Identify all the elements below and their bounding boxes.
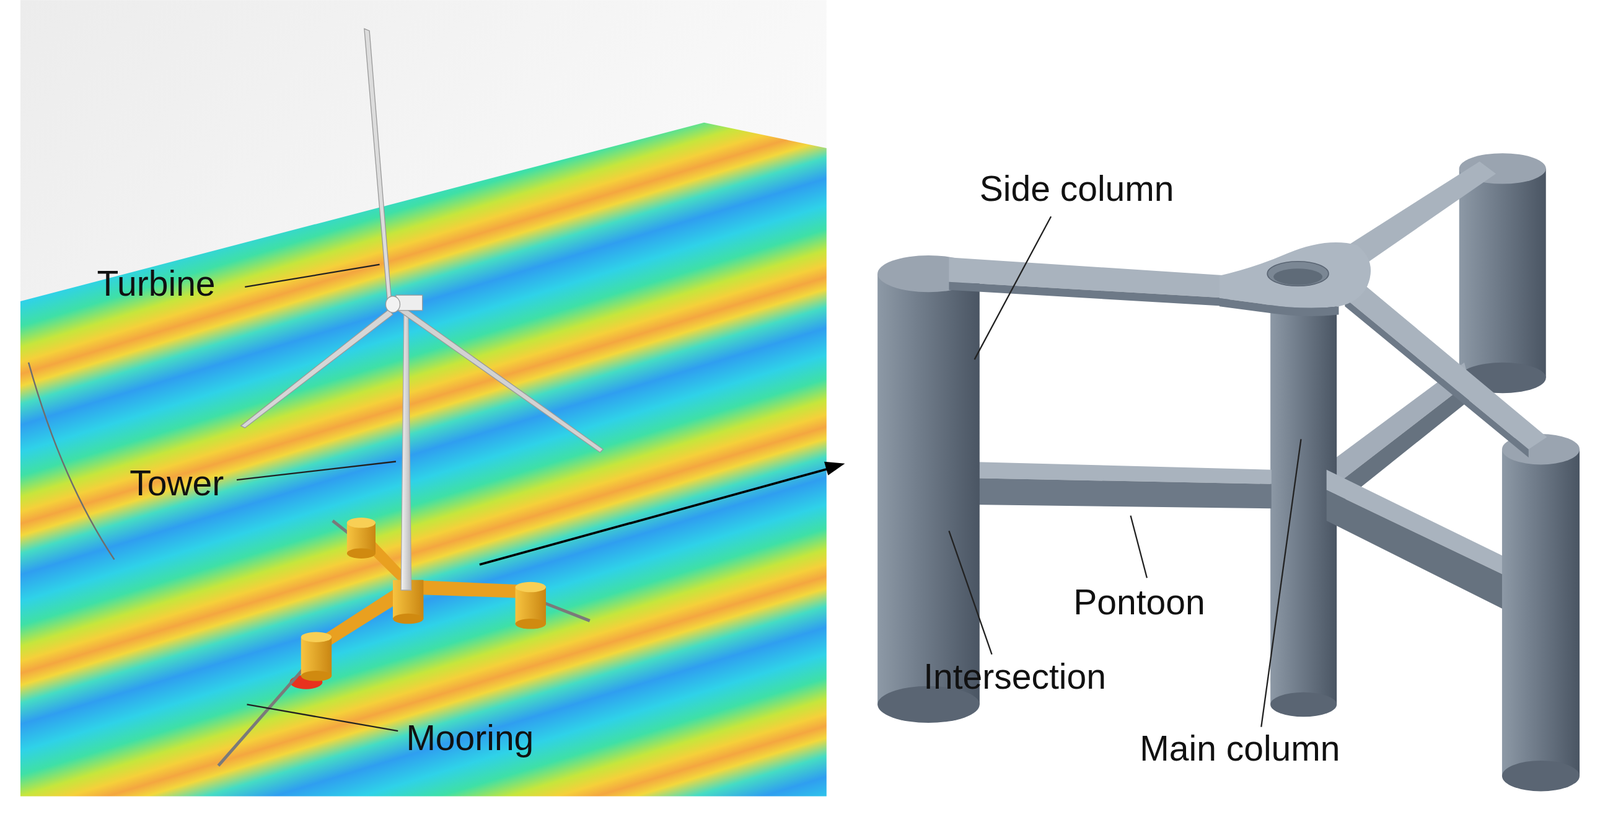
leader-line [948, 530, 992, 654]
blade [241, 309, 393, 428]
leader-line [246, 703, 398, 731]
deck-hub [1219, 298, 1340, 317]
part-label: Main column [1139, 728, 1340, 768]
part-label: Pontoon [1073, 582, 1205, 622]
blade [397, 305, 603, 453]
zoom-arrow [479, 468, 829, 565]
column-opening [1273, 268, 1323, 285]
column-bottom [1270, 692, 1337, 717]
leader-line [1261, 438, 1301, 727]
pontoon [959, 477, 1272, 509]
tower [400, 304, 411, 590]
leader-line [244, 264, 380, 287]
wave-surface [20, 122, 827, 797]
column-bottom [1502, 760, 1580, 791]
leader-line [1130, 515, 1148, 578]
mooring-line [542, 602, 590, 621]
mooring-line [218, 665, 307, 766]
deck-hub [1219, 242, 1371, 308]
deck-brace [1344, 283, 1547, 450]
leader-line [974, 216, 1052, 360]
hub [385, 296, 400, 313]
arrow-head [824, 461, 845, 476]
deck-brace [1344, 161, 1496, 266]
mooring-line [28, 362, 115, 560]
part-label: Tower [129, 463, 224, 503]
part-label: Turbine [96, 263, 216, 304]
platform-model [877, 153, 1580, 791]
sky [20, 0, 827, 796]
part-label: Mooring [405, 718, 534, 758]
deck-brace [1344, 298, 1529, 458]
side-column [1502, 449, 1580, 776]
deck-brace [948, 281, 1230, 307]
side-column [1459, 168, 1547, 379]
side-column [877, 273, 980, 705]
render-panel [20, 0, 827, 796]
pontoon [1326, 490, 1511, 613]
floater [301, 517, 546, 681]
wind-turbine [241, 28, 604, 590]
leader-line [236, 461, 396, 481]
column-opening [1267, 261, 1329, 287]
part-label: Side column [979, 169, 1175, 209]
leader-lines [236, 216, 1301, 731]
part-label: Intersection [923, 656, 1107, 696]
